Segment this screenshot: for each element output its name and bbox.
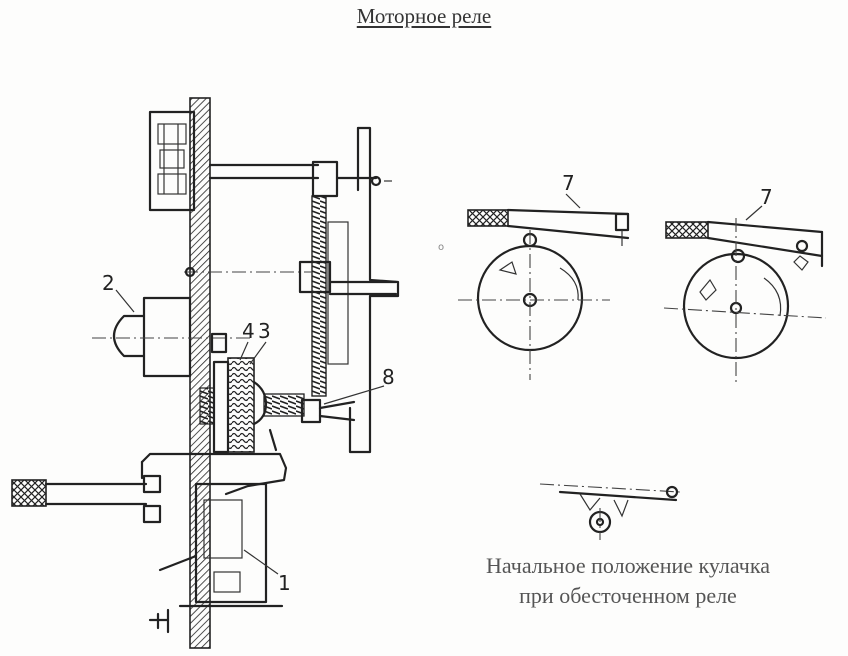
diagram-title: Моторное реле	[356, 4, 492, 28]
faint-mark-a: о	[438, 242, 444, 253]
caption-line-2: при обесточенном реле	[519, 583, 737, 608]
electromagnet-1: 1	[158, 482, 291, 608]
caption-line-1: Начальное положение кулачка	[486, 553, 770, 578]
motor-block	[148, 110, 196, 212]
middle-shaft	[184, 260, 398, 296]
label-7-left: 7	[562, 171, 575, 195]
ground-symbol	[148, 608, 170, 634]
label-3: 3	[258, 319, 271, 343]
cam-diagram-energized: 7 о	[438, 171, 630, 380]
label-1: 1	[278, 571, 291, 595]
cam-diagram-initial: 7	[663, 185, 827, 384]
upper-shaft	[208, 160, 392, 198]
label-8: 8	[382, 365, 395, 389]
motor-2: 2	[92, 271, 250, 378]
label-4: 4	[242, 319, 255, 343]
right-plate	[327, 126, 400, 454]
lever-bracket	[140, 428, 288, 496]
coil-assembly: 4 3	[199, 319, 305, 454]
lead-screw	[311, 195, 327, 397]
cam-initial-position-sketch	[539, 483, 681, 540]
contact-8: 8	[300, 365, 395, 424]
label-2: 2	[102, 271, 115, 295]
label-7-right: 7	[760, 185, 773, 209]
left-arm	[11, 474, 162, 524]
